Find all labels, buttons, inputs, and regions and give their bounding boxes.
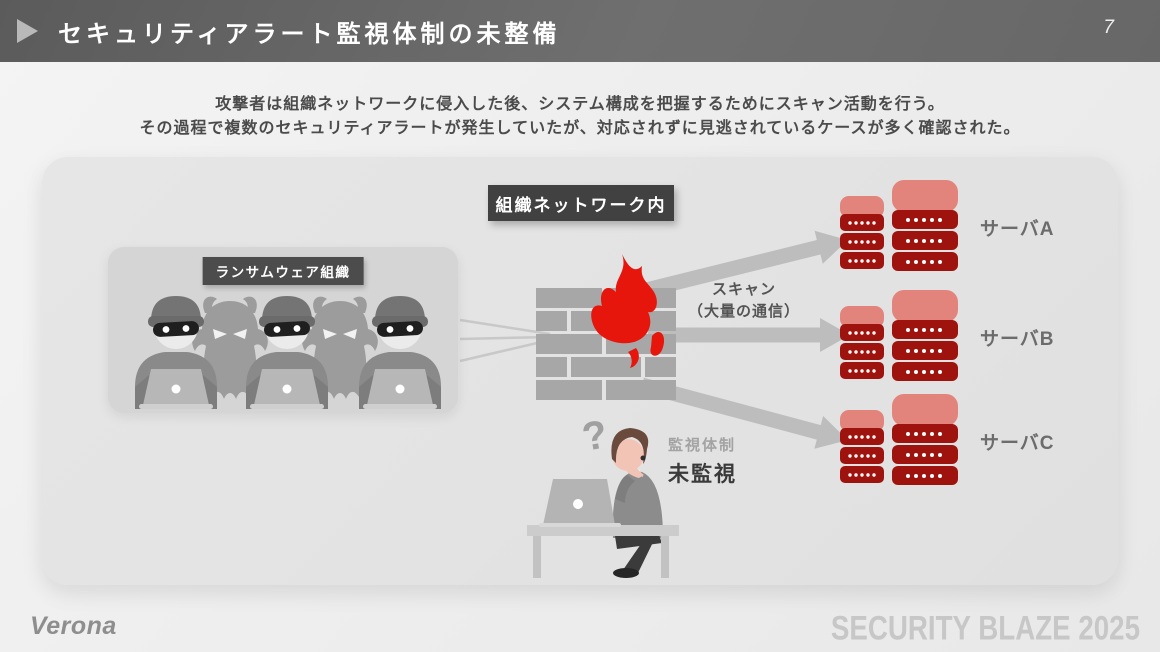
intro-text: 攻撃者は組織ネットワークに侵入した後、システム構成を把握するためにスキャン活動を… bbox=[0, 93, 1160, 141]
server-group-b: サーバB bbox=[838, 290, 1055, 385]
server-label: サーバB bbox=[980, 329, 1055, 350]
page-title: セキュリティアラート監視体制の未整備 bbox=[58, 20, 561, 48]
header-bar: セキュリティアラート監視体制の未整備 7 bbox=[0, 0, 1160, 62]
server-group-a: サーバA bbox=[838, 180, 1055, 275]
diagram-canvas: 組織ネットワーク内 ランサムウェア組織 bbox=[42, 157, 1118, 585]
attacker-group-label: ランサムウェア組織 bbox=[202, 257, 364, 285]
intro-line-2: その過程で複数のセキュリティアラートが発生していたが、対応されずに見逃されている… bbox=[139, 120, 1021, 137]
hacker-icon bbox=[345, 291, 455, 409]
scan-label-line1: スキャン bbox=[711, 281, 776, 298]
scan-label: スキャン （大量の通信） bbox=[654, 279, 834, 323]
monitoring-status: 未監視 bbox=[668, 463, 737, 486]
page-number: 7 bbox=[1103, 17, 1114, 38]
server-group-c: サーバC bbox=[838, 394, 1055, 489]
event-title: SECURITY BLAZE 2025 bbox=[830, 608, 1140, 647]
network-zone-label: 組織ネットワーク内 bbox=[488, 185, 674, 221]
server-label: サーバC bbox=[980, 433, 1055, 454]
monitoring-text: 監視体制 未監視 bbox=[668, 434, 737, 488]
intro-line-1: 攻撃者は組織ネットワークに侵入した後、システム構成を把握するためにスキャン活動を… bbox=[215, 96, 945, 113]
flame-icon bbox=[591, 254, 665, 368]
server-stack-icon bbox=[838, 180, 960, 275]
verona-logo: Verona bbox=[30, 612, 117, 640]
firewall-icon bbox=[536, 254, 676, 400]
monitoring-caption: 監視体制 bbox=[668, 437, 737, 454]
scan-label-line2: （大量の通信） bbox=[687, 303, 800, 320]
title-marker-icon bbox=[17, 19, 38, 43]
server-label: サーバA bbox=[980, 219, 1055, 240]
question-mark-icon: ? bbox=[579, 412, 611, 460]
server-stack-icon bbox=[838, 290, 960, 385]
hacker-icon bbox=[121, 291, 231, 409]
server-stack-icon bbox=[838, 394, 960, 489]
attacker-panel: ランサムウェア組織 bbox=[108, 247, 458, 413]
thinking-person-icon: ? bbox=[527, 412, 679, 578]
hacker-icon bbox=[232, 291, 342, 409]
